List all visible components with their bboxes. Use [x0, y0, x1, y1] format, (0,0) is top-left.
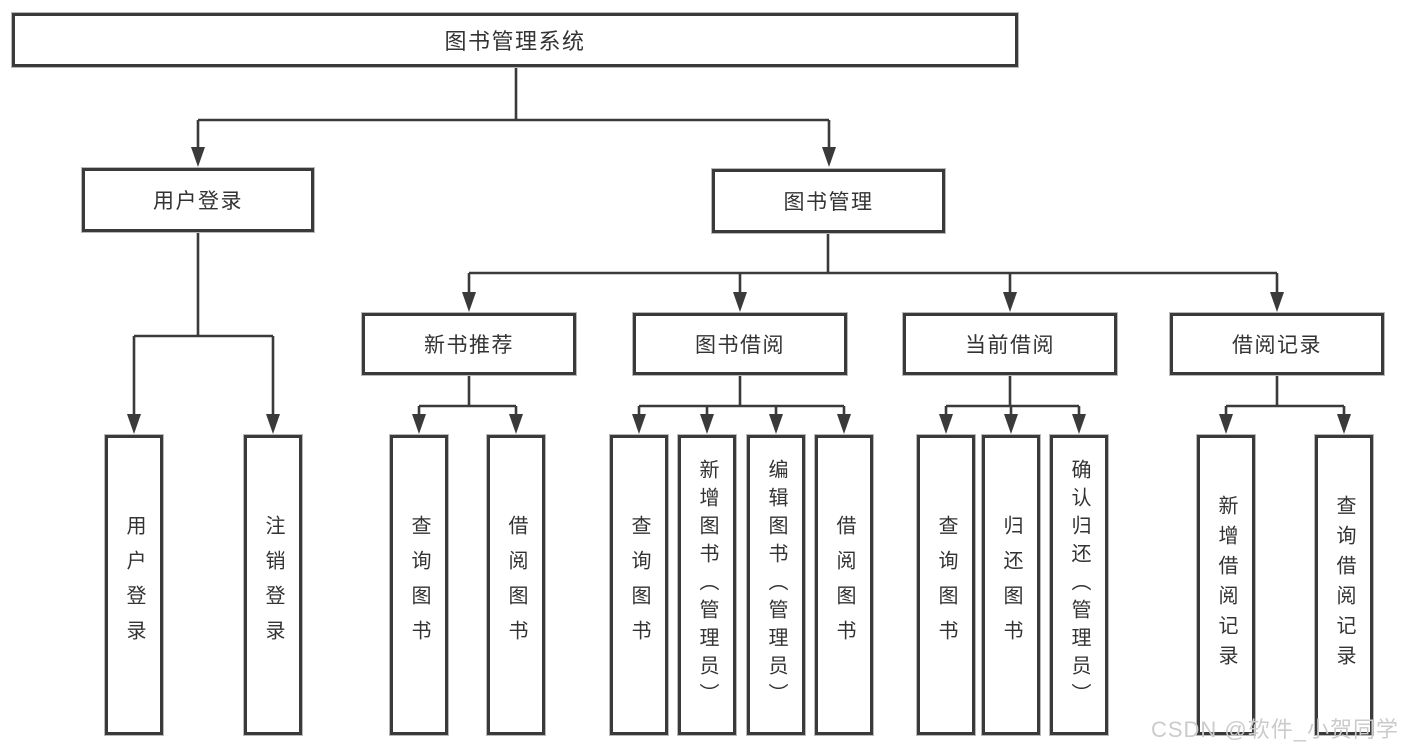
arrowhead-icon [509, 414, 523, 434]
leaf-label: 新增图书（管理员） [696, 459, 718, 711]
arrowhead-icon [733, 292, 747, 312]
leaf-label: 归还图书 [1000, 515, 1022, 655]
connector-book-mgmt-to-level3 [467, 233, 1279, 308]
node-book-management-module: 图书管理 [712, 169, 945, 233]
arrowhead-icon [266, 414, 280, 434]
node-leaf-borrow-books: 借阅图书 [815, 435, 873, 735]
leaf-label: 查询图书 [628, 515, 650, 655]
node-leaf-edit-books-admin: 编辑图书（管理员） [747, 435, 805, 735]
leaf-label: 确认归还（管理员） [1068, 459, 1090, 711]
csdn-watermark: CSDN @软件_小贺同学 [1150, 717, 1399, 742]
leaf-label: 编辑图书（管理员） [765, 459, 787, 711]
node-leaf-add-borrow-record: 新增借阅记录 [1197, 435, 1255, 735]
node-leaf-logout: 注销登录 [244, 435, 302, 735]
node-leaf-return-books: 归还图书 [982, 435, 1040, 735]
node-new-book-recommend: 新书推荐 [362, 313, 576, 375]
arrowhead-icon [1270, 292, 1284, 312]
node-leaf-borrow-books-recommend: 借阅图书 [487, 435, 545, 735]
arrowhead-icon [1337, 414, 1351, 434]
leaf-label: 注销登录 [262, 515, 284, 655]
arrowhead-icon [822, 147, 836, 167]
node-book-borrow: 图书借阅 [633, 313, 847, 375]
node-leaf-query-books-current: 查询图书 [917, 435, 975, 735]
arrowhead-icon [939, 414, 953, 434]
node-leaf-query-borrow-record: 查询借阅记录 [1315, 435, 1373, 735]
leaf-label: 新增借阅记录 [1215, 495, 1237, 675]
leaf-label: 查询图书 [408, 515, 430, 655]
arrowhead-icon [769, 414, 783, 434]
arrowhead-icon [1004, 414, 1018, 434]
leaf-label: 查询图书 [935, 515, 957, 655]
leaf-label: 借阅图书 [505, 515, 527, 655]
node-leaf-query-books-recommend: 查询图书 [390, 435, 448, 735]
node-leaf-add-books-admin: 新增图书（管理员） [678, 435, 736, 735]
arrowhead-icon [632, 414, 646, 434]
arrowhead-icon [1219, 414, 1233, 434]
arrowhead-icon [837, 414, 851, 434]
arrowhead-icons [127, 147, 1351, 434]
connector-level3-to-leaves [417, 375, 1346, 430]
node-current-borrow: 当前借阅 [903, 313, 1117, 375]
leaf-label: 查询借阅记录 [1333, 495, 1355, 675]
node-borrow-records: 借阅记录 [1170, 313, 1384, 375]
arrowhead-icon [412, 414, 426, 434]
node-leaf-user-login: 用户登录 [105, 435, 163, 735]
node-leaf-query-books-borrow: 查询图书 [610, 435, 668, 735]
leaf-label: 用户登录 [123, 515, 145, 655]
node-root: 图书管理系统 [12, 13, 1018, 67]
arrowhead-icon [127, 414, 141, 434]
node-leaf-confirm-return-admin: 确认归还（管理员） [1050, 435, 1108, 735]
leaf-label: 借阅图书 [833, 515, 855, 655]
connector-user-login-to-leaves [132, 232, 275, 430]
node-user-login-module: 用户登录 [82, 168, 314, 232]
arrowhead-icon [1003, 292, 1017, 312]
connector-root-to-level2 [196, 66, 831, 163]
arrowhead-icon [1072, 414, 1086, 434]
arrowhead-icon [191, 147, 205, 167]
arrowhead-icon [462, 292, 476, 312]
arrowhead-icon [700, 414, 714, 434]
